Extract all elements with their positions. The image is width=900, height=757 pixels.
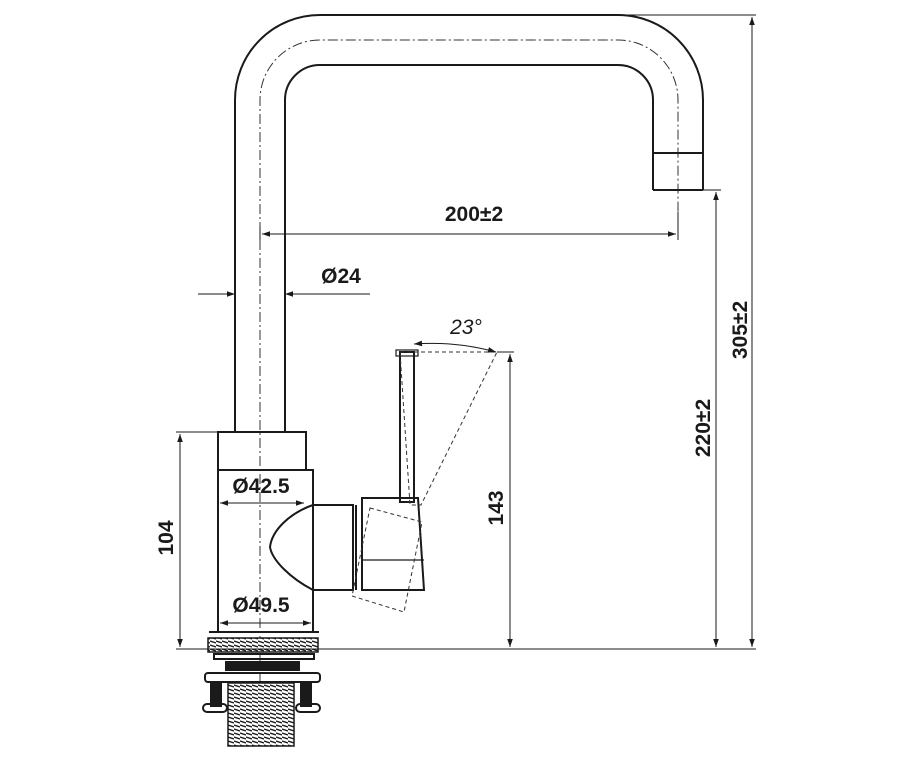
lever-boss — [268, 504, 354, 591]
extension-lines — [176, 14, 756, 650]
dim-angle-arc — [413, 340, 497, 353]
lever-cartridge — [361, 497, 426, 591]
lever-housing — [268, 497, 426, 591]
label-lever-angle: 23° — [449, 316, 482, 339]
lever-handle — [395, 349, 419, 503]
label-spout-reach: 200±2 — [445, 203, 503, 226]
label-body-height: 104 — [155, 520, 178, 555]
label-total-height: 305±2 — [729, 301, 752, 359]
label-pipe-diameter: Ø24 — [321, 265, 361, 288]
body-collar — [217, 431, 307, 471]
lever-handle-closed — [399, 351, 415, 503]
label-body-diameter-upper: Ø42.5 — [232, 475, 290, 498]
faucet-body — [209, 431, 319, 633]
dimension-lines — [177, 17, 755, 647]
spout-inner-edge — [284, 64, 654, 432]
label-body-diameter-lower: Ø49.5 — [232, 594, 290, 617]
label-spout-height: 220±2 — [692, 399, 715, 457]
spout-centerline — [259, 39, 679, 700]
spout-pipe — [234, 14, 704, 700]
label-lever-height: 143 — [485, 490, 508, 525]
dimension-labels: 200±2 Ø24 23° Ø42.5 Ø49.5 305±2 220±2 14… — [155, 203, 752, 617]
spout-outer-edge — [234, 14, 704, 432]
threaded-rod — [227, 682, 295, 747]
mounting-shank — [202, 637, 321, 747]
lever-handle-open — [351, 351, 498, 613]
